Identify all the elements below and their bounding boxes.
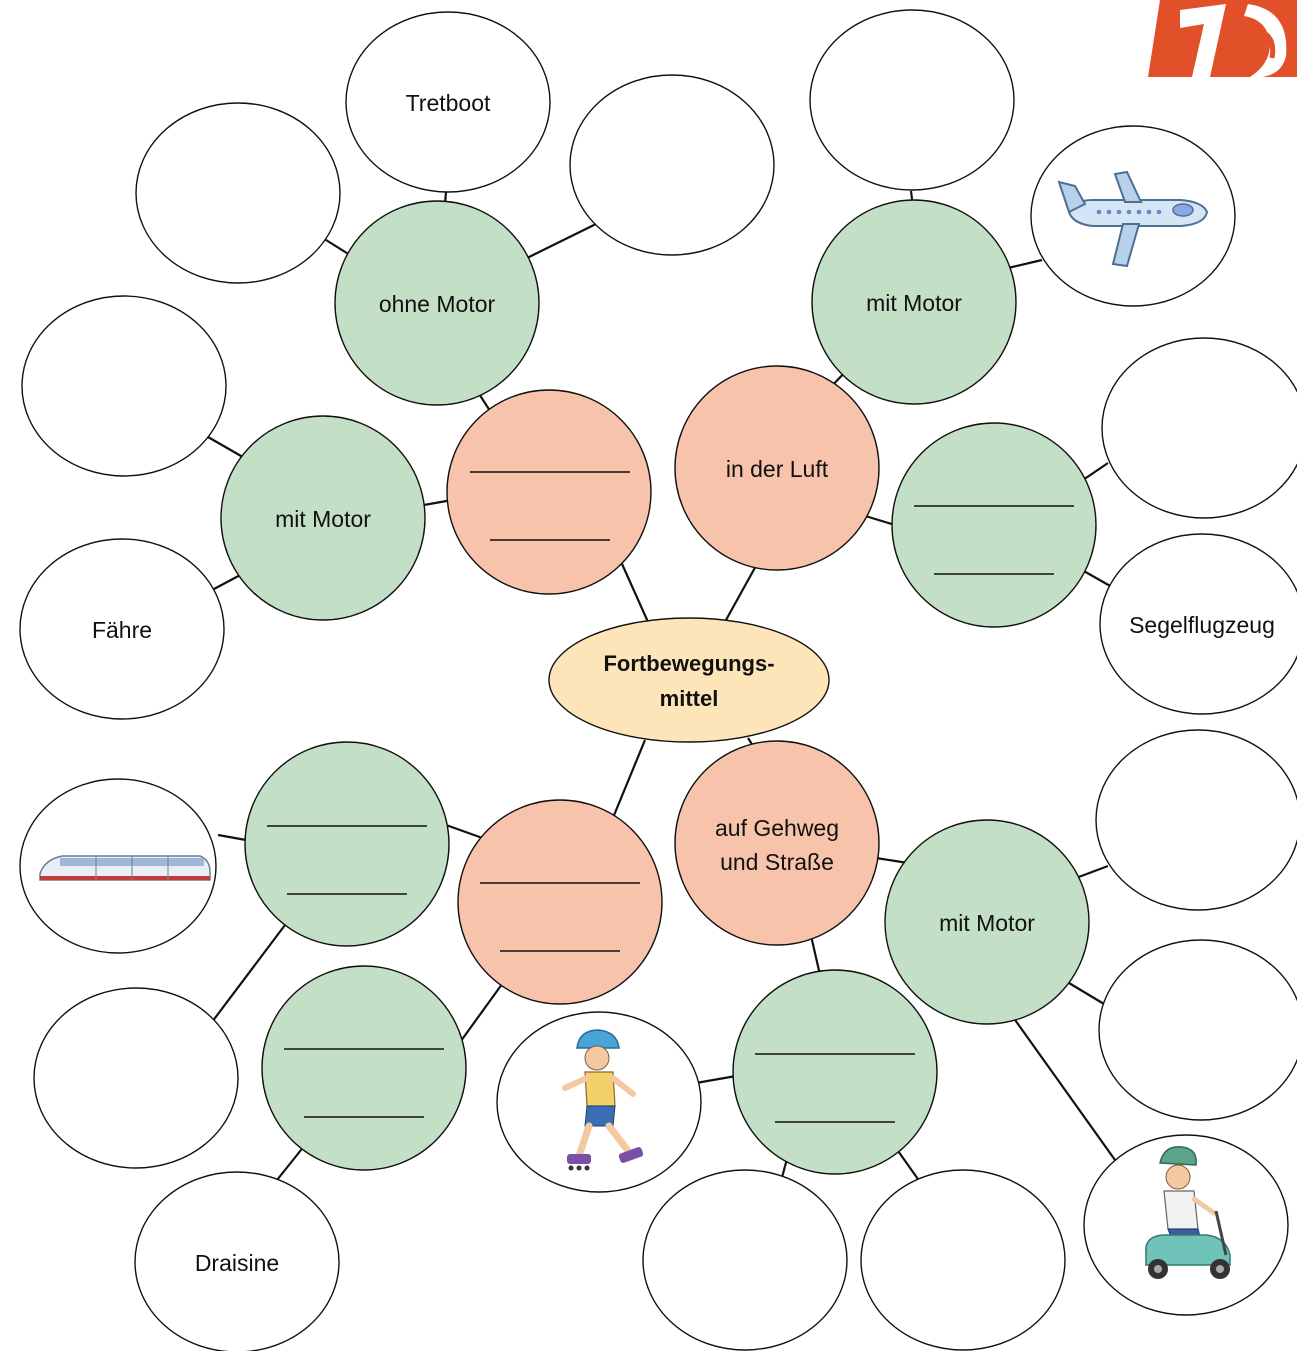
category-node-road: auf Gehweg und Straße [674,740,880,946]
train-icon [39,855,211,881]
logo-icon [1133,0,1297,77]
example-node-empty[interactable] [135,102,341,284]
airplane-icon [1057,170,1209,268]
category-label-road-line1: auf Gehweg [715,815,839,841]
example-node-empty[interactable] [860,1169,1066,1351]
category-label-road-line2: und Straße [720,849,834,875]
example-label: Fähre [92,617,152,643]
example-node-airplane [1030,125,1236,307]
subcategory-node-draisine-blank [261,965,467,1171]
center-label-line1: Fortbewegungs- [603,651,774,676]
example-node-faehre: Fähre [19,538,225,720]
category-node-blank-upper [446,389,652,595]
example-node-empty[interactable] [21,295,227,477]
example-node-empty[interactable] [1101,337,1297,519]
example-node-draisine: Draisine [134,1171,340,1351]
subcategory-label: ohne Motor [379,291,496,317]
scooter-rider-icon [1145,1146,1231,1279]
example-node-inline-skater [496,1011,702,1193]
example-node-empty[interactable] [1095,729,1297,911]
example-node-empty[interactable] [1098,939,1297,1121]
center-label-line2: mittel [660,686,719,711]
example-node-empty[interactable] [809,9,1015,191]
subcategory-node-air-mit-motor: mit Motor [811,199,1017,405]
center-node: Fortbewegungs- mittel [548,617,830,743]
example-node-train [19,778,217,954]
example-node-empty[interactable] [33,987,239,1169]
subcategory-node-ohne-motor: ohne Motor [334,200,540,406]
example-node-segelflugzeug: Segelflugzeug [1099,533,1297,715]
example-node-empty[interactable] [642,1169,848,1351]
inline-skater-icon [562,1029,644,1171]
subcategory-label: mit Motor [866,290,962,316]
example-node-empty[interactable] [569,74,775,256]
category-node-blank-lower [457,799,663,1005]
category-label-air: in der Luft [726,456,829,482]
subcategory-node-air-blank [891,422,1097,628]
example-node-tretboot: Tretboot [345,11,551,193]
example-label: Tretboot [406,90,491,116]
example-label: Segelflugzeug [1129,612,1275,638]
example-node-scooter [1083,1134,1289,1316]
subcategory-node-road-blank [732,969,938,1175]
subcategory-node-road-mit-motor: mit Motor [884,819,1090,1025]
subcategory-label: mit Motor [275,506,371,532]
example-label: Draisine [195,1250,279,1276]
category-node-air: in der Luft [674,365,880,571]
subcategory-node-water-mit-motor: mit Motor [220,415,426,621]
subcategory-node-train-blank [244,741,450,947]
subcategory-label: mit Motor [939,910,1035,936]
